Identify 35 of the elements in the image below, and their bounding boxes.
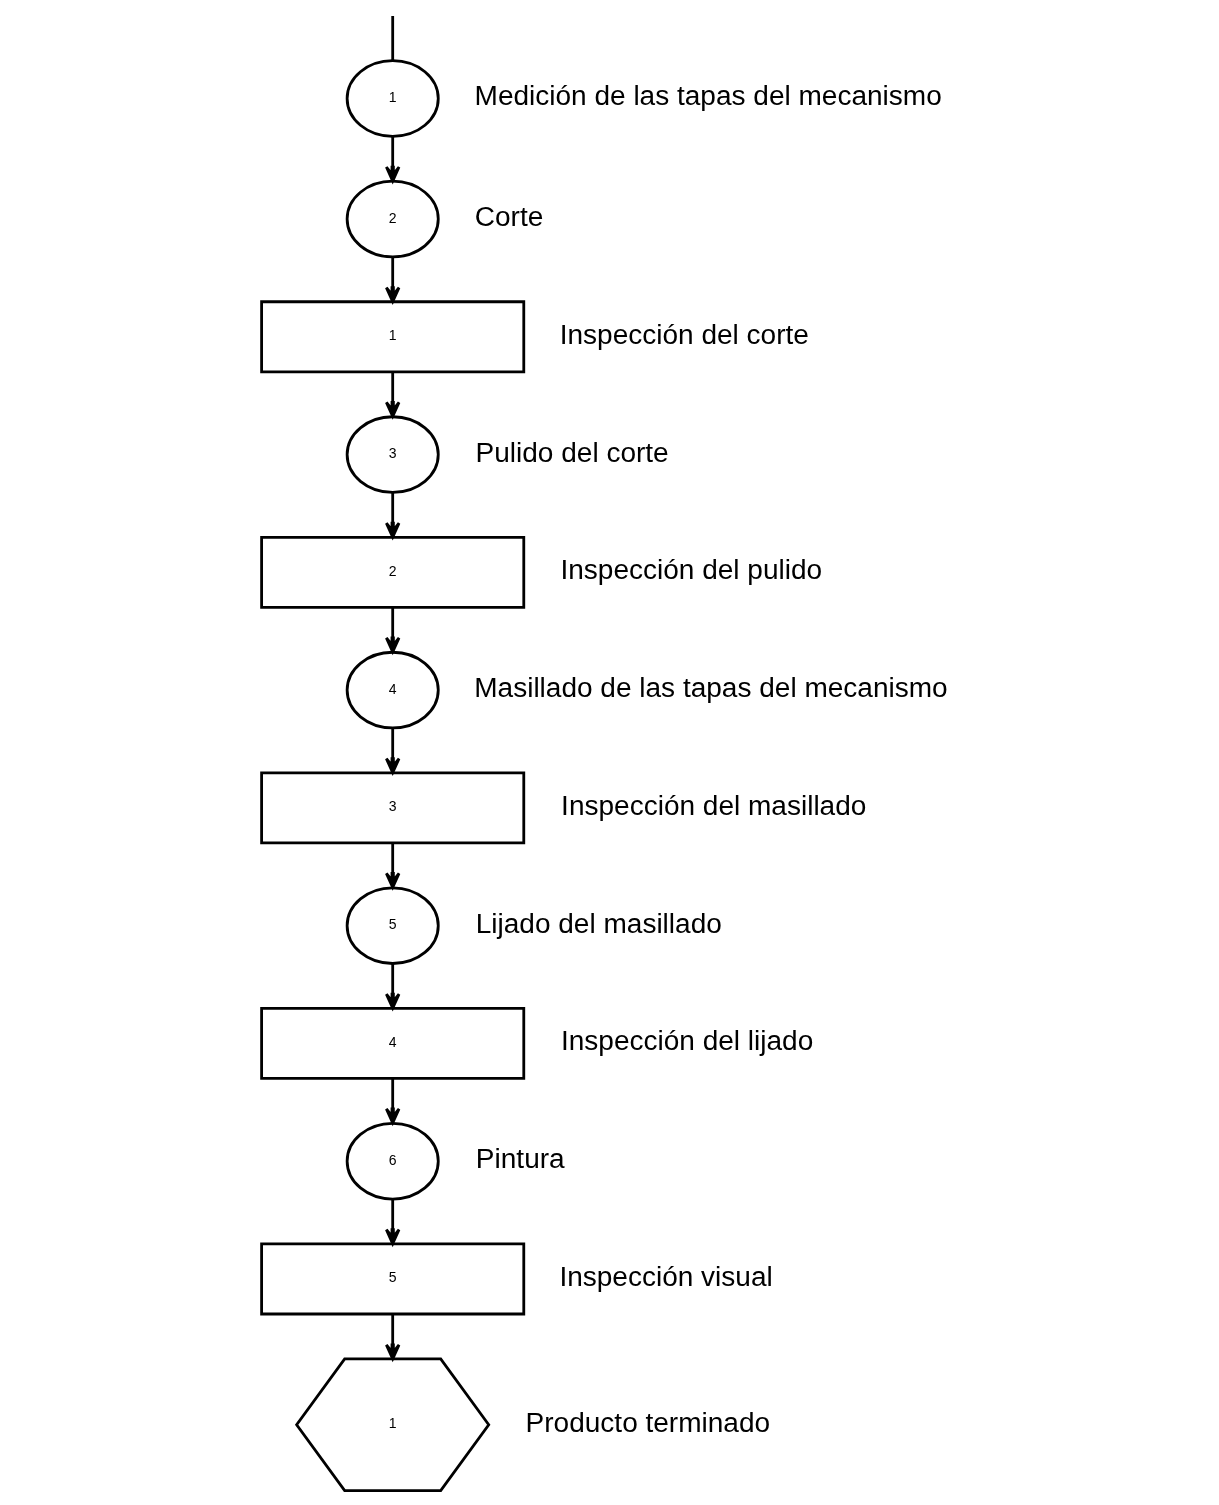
node-box: 1 xyxy=(259,300,525,374)
node-ellipse: 6 xyxy=(345,1121,440,1201)
node-label: Inspección del pulido xyxy=(559,554,822,586)
node-label: Producto terminado xyxy=(525,1406,770,1438)
arrow xyxy=(384,964,400,1010)
node-box: 4 xyxy=(259,1006,525,1080)
arrow xyxy=(384,1314,400,1361)
node-ellipse: 5 xyxy=(345,886,440,965)
node-label: Lijado del masillado xyxy=(475,907,722,939)
node-label: Masillado de las tapas del mecanismo xyxy=(473,672,948,704)
arrow xyxy=(384,1199,400,1246)
arrow xyxy=(384,257,400,303)
node-ellipse: 4 xyxy=(345,650,440,730)
node-box: 5 xyxy=(259,1242,525,1316)
node-label: Corte xyxy=(474,201,543,233)
node-label: Inspección del corte xyxy=(559,318,809,350)
node-box: 3 xyxy=(259,771,525,845)
node-label: Inspección del lijado xyxy=(560,1025,813,1057)
arrow xyxy=(384,1078,400,1125)
arrow xyxy=(384,372,400,418)
node-ellipse: 2 xyxy=(345,179,440,259)
node-box: 2 xyxy=(259,535,525,609)
node-ellipse: 1 xyxy=(345,59,440,138)
node-label: Inspección visual xyxy=(558,1260,773,1292)
node-ellipse: 3 xyxy=(345,415,440,494)
node-label: Inspección del masillado xyxy=(560,789,866,821)
arrow xyxy=(384,843,400,889)
arrow xyxy=(384,728,400,775)
arrow xyxy=(384,607,400,654)
arrow xyxy=(384,136,400,183)
node-label: Medición de las tapas del mecanismo xyxy=(474,80,942,112)
node-label: Pulido del corte xyxy=(475,436,669,468)
connector xyxy=(390,16,394,61)
arrow xyxy=(384,493,400,539)
node-label: Pintura xyxy=(475,1143,565,1175)
